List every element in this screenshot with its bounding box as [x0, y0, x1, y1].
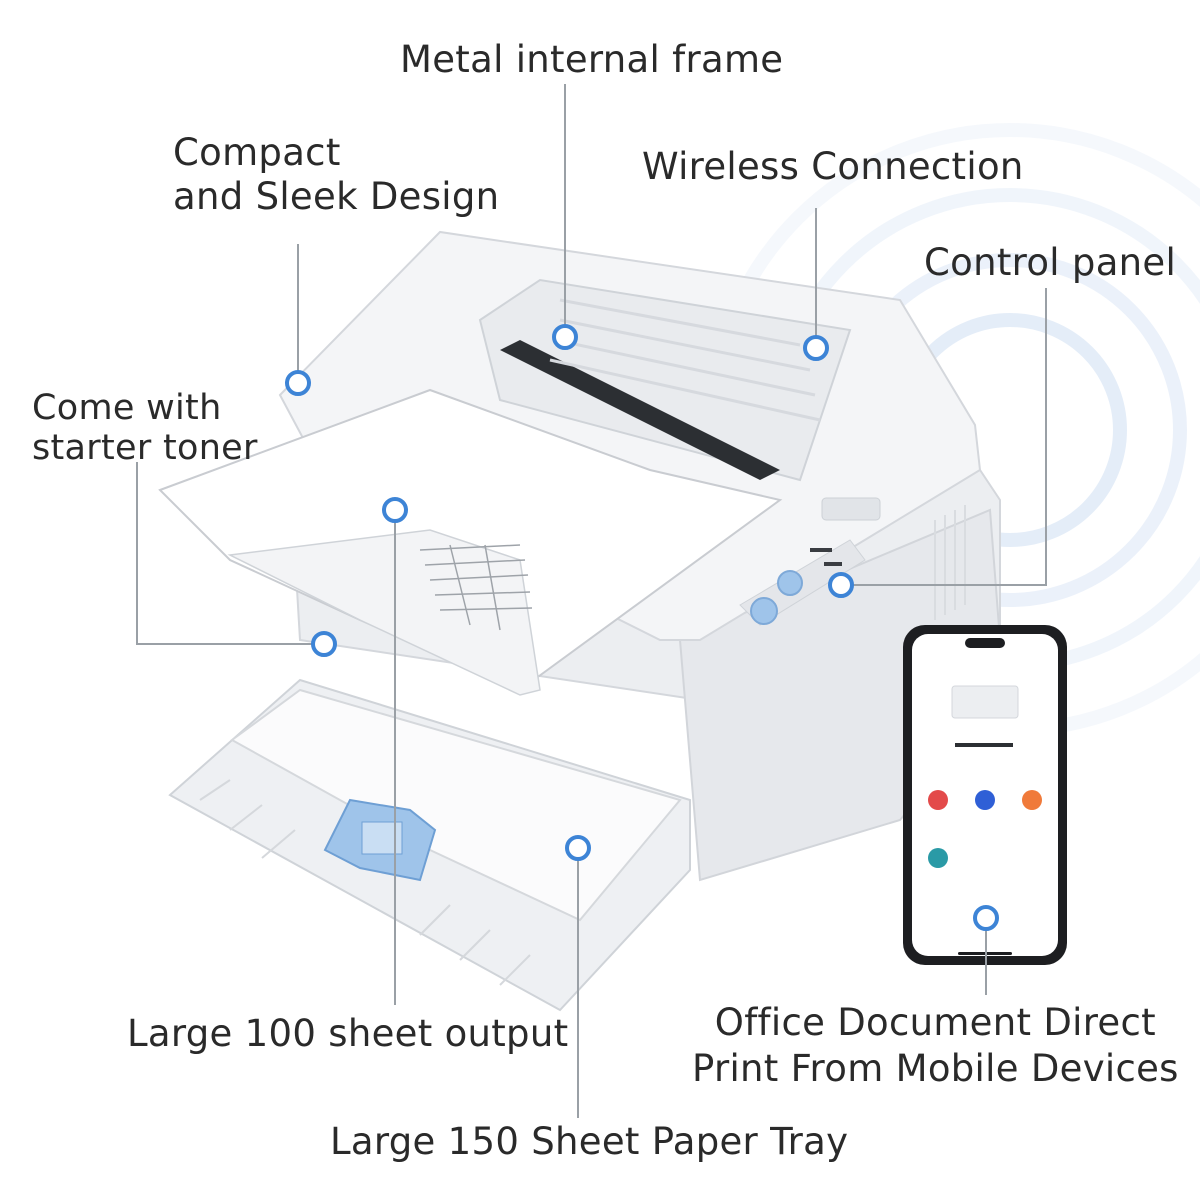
callout-control-panel: Control panel — [924, 241, 1177, 284]
marker-paper-tray — [565, 835, 591, 861]
smartphone — [903, 625, 1067, 965]
callout-wireless: Wireless Connection — [642, 145, 1024, 188]
callout-toner-line1: Come with — [32, 388, 222, 428]
callout-office-line2: Print From Mobile Devices — [692, 1047, 1179, 1090]
callout-office-line1: Office Document Direct — [714, 1001, 1156, 1044]
marker-control-panel — [828, 572, 854, 598]
callout-compact-line1: Compact — [173, 131, 341, 174]
callout-compact-line2: and Sleek Design — [173, 175, 500, 218]
printed-sheet — [158, 388, 783, 696]
callout-compact-design: Compact and Sleek Design — [173, 131, 499, 219]
callout-mobile-print: Office Document Direct Print From Mobile… — [692, 1000, 1179, 1092]
callout-starter-toner: Come with starter toner — [32, 388, 258, 468]
marker-mobile-print — [973, 905, 999, 931]
marker-compact-design — [285, 370, 311, 396]
marker-output — [382, 497, 408, 523]
marker-wireless — [803, 335, 829, 361]
paper-tray — [168, 678, 691, 1012]
callout-output: Large 100 sheet output — [127, 1012, 569, 1055]
callout-paper-tray: Large 150 Sheet Paper Tray — [330, 1120, 849, 1163]
control-panel-graphic — [739, 539, 866, 626]
marker-starter-toner — [311, 631, 337, 657]
callout-metal-frame: Metal internal frame — [400, 38, 784, 81]
callout-toner-line2: starter toner — [32, 428, 258, 468]
marker-metal-frame — [552, 324, 578, 350]
leader-lines — [136, 84, 1047, 1118]
